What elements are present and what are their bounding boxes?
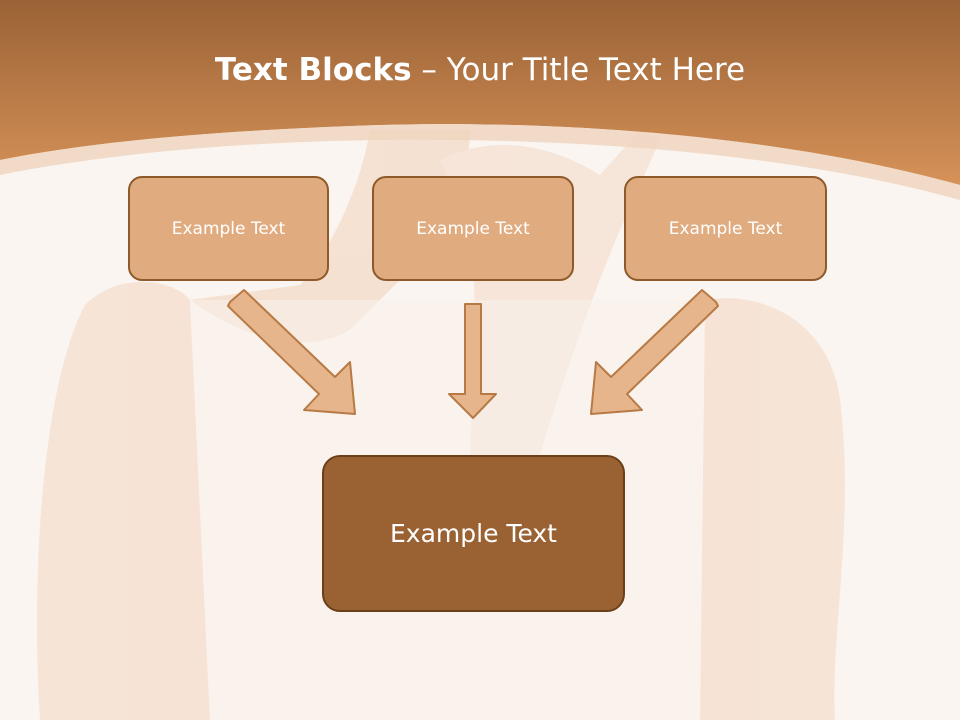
- center-block-label: Example Text: [390, 519, 557, 548]
- text-block-left[interactable]: Example Text: [128, 176, 329, 281]
- center-text-block[interactable]: Example Text: [322, 455, 625, 612]
- arrow-right-icon: [590, 289, 719, 415]
- text-block-middle[interactable]: Example Text: [372, 176, 574, 281]
- title-dash: –: [411, 52, 447, 88]
- title-rest: Your Title Text Here: [446, 52, 746, 88]
- slide-title: Text Blocks – Your Title Text Here: [0, 52, 960, 88]
- header-band: [0, 0, 960, 185]
- text-block-label: Example Text: [171, 218, 286, 239]
- header-swoosh: [0, 124, 960, 200]
- arrow-down-icon: [448, 303, 497, 419]
- arrow-left-icon: [227, 289, 356, 415]
- text-block-right[interactable]: Example Text: [624, 176, 827, 281]
- text-block-label: Example Text: [416, 218, 530, 239]
- text-block-label: Example Text: [668, 218, 783, 239]
- title-bold: Text Blocks: [214, 52, 412, 88]
